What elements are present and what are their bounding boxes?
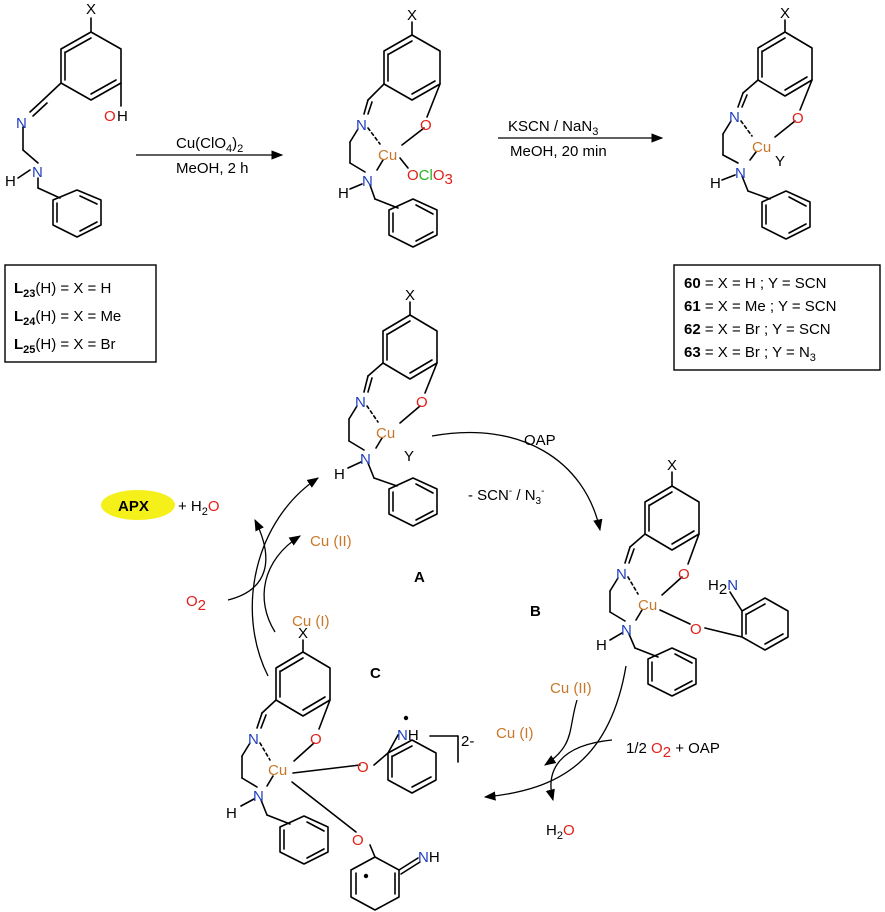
complex-a-y: Y [404, 448, 414, 465]
ligand-h-amine: H [5, 173, 16, 190]
complex-c-n-imine: N [248, 731, 259, 748]
complex-legend-row-4: 63 = X = Br ; Y = N3 [684, 344, 816, 364]
arrow-c-to-a [251, 477, 319, 677]
complex-c-cu: Cu [268, 762, 287, 779]
complex-a-structure [347, 301, 438, 527]
product-complex-x-label: X [780, 5, 790, 22]
perchlorate-complex-oclo3: OClO3 [407, 167, 453, 188]
complex-b-h2n: H2N [708, 577, 738, 598]
ligand-o-hydroxyl: O [104, 108, 116, 125]
complex-c-n-amine: N [253, 788, 264, 805]
complex-a-o-phenol: O [416, 394, 428, 411]
ligand-legend-row-1: L23(H) = X = H [14, 280, 111, 300]
cu2-right-label: Cu (II) [550, 680, 592, 697]
cu1-left-label: Cu (I) [292, 613, 330, 630]
complex-a-cu: Cu [376, 425, 395, 442]
complex-c-o-upper: O [357, 759, 369, 776]
perchlorate-complex-structure [349, 21, 441, 248]
apx-highlight [101, 490, 175, 520]
complex-b-n-imine: N [616, 566, 627, 583]
step2-reagent: KSCN / NaN3 [508, 118, 598, 138]
leaving-groups-label: - SCN- / N3- [468, 486, 544, 507]
arrow-o2-oap-to-water [545, 739, 613, 802]
complex-c-structure [240, 639, 459, 911]
radical-dot-n [403, 715, 409, 721]
perchlorate-complex-o-phenol: O [420, 117, 432, 134]
complex-legend-row-1: 60 = X = H ; Y = SCN [684, 275, 826, 292]
complex-b-o-phenol: O [678, 566, 690, 583]
complex-b-o-oap: O [690, 621, 702, 638]
complex-c-x-label: X [298, 625, 308, 642]
complex-b-h: H [596, 637, 607, 654]
complex-legend-box [673, 264, 881, 371]
product-complex-y: Y [775, 153, 785, 170]
step1-reagent: Cu(ClO4)2 [176, 135, 243, 155]
step1-conditions: MeOH, 2 h [176, 160, 249, 177]
complex-b-n-amine: N [621, 622, 632, 639]
apx-water-label: + H2O [178, 498, 220, 518]
product-complex-cu: Cu [752, 139, 771, 156]
ligand-x-label: X [86, 1, 96, 18]
step2-conditions: MeOH, 20 min [510, 143, 607, 160]
product-complex-h: H [710, 175, 721, 192]
complex-b-x-label: X [667, 457, 677, 474]
ligand-legend-box [4, 264, 157, 363]
complex-c-h: H [226, 805, 237, 822]
half-o2-oap-label: 1/2 O2 + OAP [626, 740, 720, 761]
perchlorate-complex-n-imine: N [356, 117, 367, 134]
arrow-a-to-b [431, 431, 603, 532]
complex-a-label: A [414, 569, 425, 586]
complex-c-nh-upper: NH [397, 727, 419, 744]
complex-a-n-imine: N [355, 394, 366, 411]
complex-b-cu: Cu [638, 597, 657, 614]
product-complex-structure [721, 19, 813, 240]
perchlorate-complex-h: H [338, 185, 349, 202]
perchlorate-complex-x-label: X [407, 7, 417, 24]
ligand-n-imine: N [16, 115, 27, 132]
ligand-n-amine: N [32, 164, 43, 181]
ligand-legend-row-3: L25(H) = X = Br [14, 336, 115, 356]
complex-c-label: C [370, 665, 381, 682]
complex-c-nh-lower: NH [418, 849, 440, 866]
apx-label: APX [118, 498, 149, 515]
o2-left-label: O2 [186, 593, 206, 614]
cu1-right-label: Cu (I) [496, 725, 534, 742]
complex-c-charge: 2- [461, 733, 474, 750]
complex-legend-row-3: 62 = X = Br ; Y = SCN [684, 321, 831, 338]
product-complex-n-amine: N [735, 165, 746, 182]
arrow-o2-to-apx [227, 518, 267, 601]
water-bottom-label: H2O [546, 822, 575, 842]
complex-c-o-phenol: O [310, 731, 322, 748]
ligand-structure [17, 17, 122, 238]
radical-dot-ring [363, 873, 369, 879]
complex-legend-row-2: 61 = X = Me ; Y = SCN [684, 298, 836, 315]
ligand-legend-row-2: L24(H) = X = Me [14, 308, 121, 328]
complex-c-o-lower: O [352, 832, 364, 849]
product-complex-o-phenol: O [792, 110, 804, 127]
arrow-cu2-to-cu1-right [544, 699, 578, 766]
arrow-b-to-c [483, 665, 627, 801]
cu2-top-label: Cu (II) [310, 533, 352, 550]
complex-a-n-amine: N [360, 451, 371, 468]
complex-b-label: B [530, 603, 541, 620]
perchlorate-complex-n-amine: N [362, 173, 373, 190]
perchlorate-complex-cu: Cu [378, 147, 397, 164]
complex-a-h: H [334, 466, 345, 483]
complex-a-x-label: X [405, 287, 415, 304]
complex-b-structure [609, 471, 789, 697]
product-complex-n-imine: N [729, 109, 740, 126]
ligand-h-hydroxyl: H [117, 108, 128, 125]
arrow-cu1-to-cu2-left [263, 535, 301, 633]
oap-label-top: OAP [524, 432, 556, 449]
